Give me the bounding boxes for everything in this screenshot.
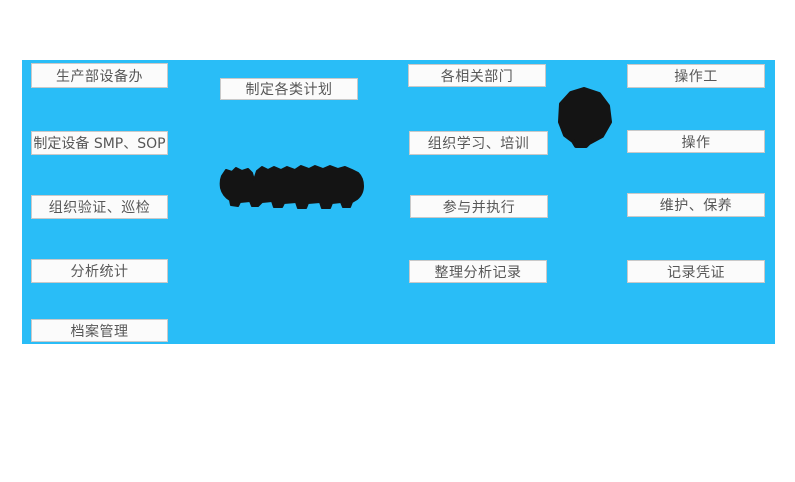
box-operator: 操作工 <box>627 64 765 88</box>
box-operate: 操作 <box>627 130 765 153</box>
box-organize-analysis-records: 整理分析记录 <box>409 260 547 283</box>
box-participate-and-execute: 参与并执行 <box>410 195 548 218</box>
box-record-voucher: 记录凭证 <box>627 260 765 283</box>
box-organize-verification-inspection: 组织验证、巡检 <box>31 195 168 219</box>
box-related-departments: 各相关部门 <box>408 64 546 87</box>
box-production-equipment-office: 生产部设备办 <box>31 63 168 88</box>
box-make-various-plans: 制定各类计划 <box>220 78 358 100</box>
box-maintenance-upkeep: 维护、保养 <box>627 193 765 217</box>
box-organize-learning-training: 组织学习、培训 <box>409 131 548 155</box>
box-archive-management: 档案管理 <box>31 319 168 342</box>
box-make-smp-sop: 制定设备 SMP、SOP <box>31 131 168 155</box>
box-analysis-statistics: 分析统计 <box>31 259 168 283</box>
